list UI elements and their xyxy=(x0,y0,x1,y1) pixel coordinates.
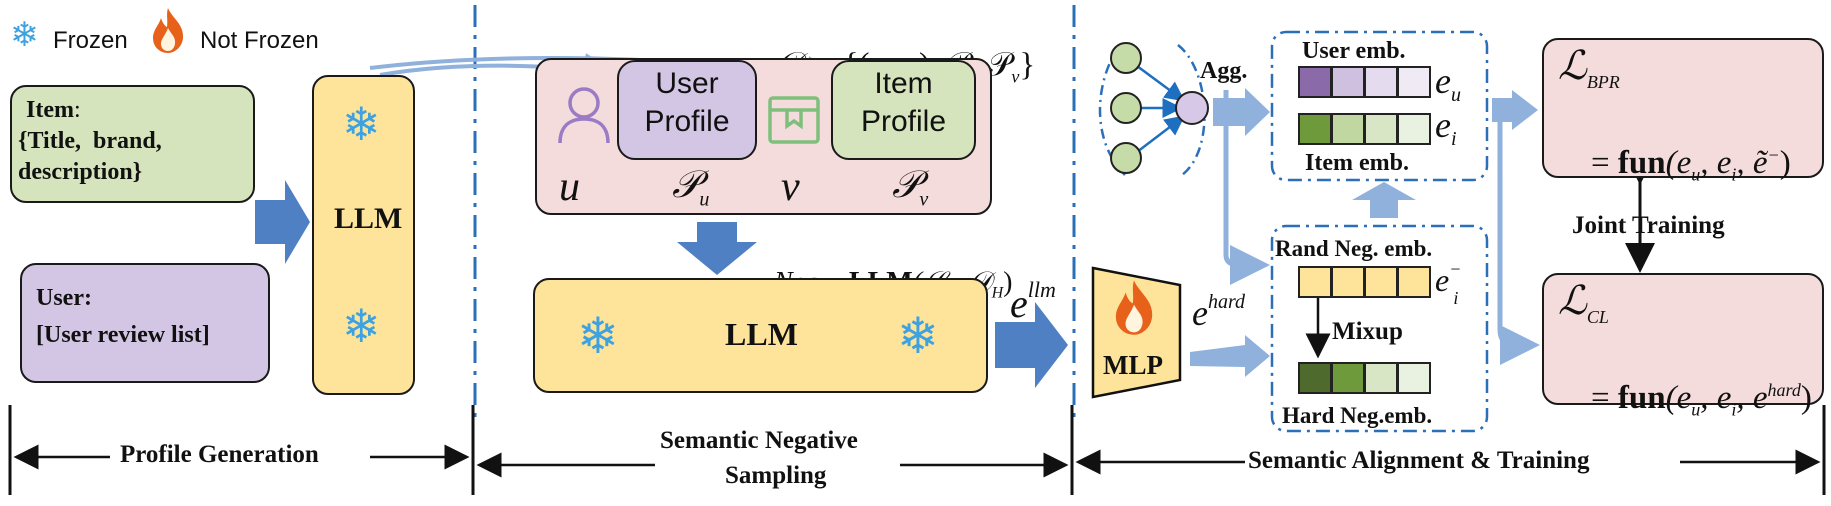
user-emb-row xyxy=(1298,66,1431,98)
item-emb-label: Item emb. xyxy=(1305,150,1409,176)
item-profile-box: Item Profile xyxy=(831,60,976,160)
llm-label: LLM xyxy=(334,202,403,235)
joint-training-label: Joint Training xyxy=(1572,212,1725,239)
embedding-cell xyxy=(1364,113,1398,145)
bpr-loss-box: ℒBPR = fun(eu, ei, ẽ−) xyxy=(1542,38,1824,185)
user-review-list: [User review list] xyxy=(36,322,210,348)
embedding-cell xyxy=(1364,66,1398,98)
embedding-cell xyxy=(1298,66,1332,98)
e-llm-label: ellm xyxy=(1010,276,1056,326)
agg-to-emb-arrow xyxy=(1213,88,1270,136)
item-emb-row xyxy=(1298,113,1431,145)
u-symbol: u xyxy=(559,164,580,210)
llm-profile-box: ❄ LLM ❄ xyxy=(312,75,415,395)
profile-to-llm-arrow xyxy=(677,222,757,275)
snowflake-icon: ❄ xyxy=(897,307,939,365)
emb-to-bpr-arrow xyxy=(1492,90,1538,130)
snowflake-icon: ❄ xyxy=(342,97,381,151)
cl-title: ℒCL xyxy=(1558,278,1609,327)
agg-to-rand-neg-arrow xyxy=(1223,245,1270,285)
graph-aggregation xyxy=(1098,42,1209,176)
profile-panel: User Profile Item Profile u 𝒫u v 𝒫v xyxy=(535,58,992,215)
ei-label: ei xyxy=(1435,105,1457,151)
section-negative-sampling-1: Semantic Negative xyxy=(660,427,858,454)
cl-loss-box: ℒCL = fun(eu, ei, ehard) xyxy=(1542,273,1824,420)
item-profile-line2: Profile xyxy=(860,105,947,138)
section-negative-sampling-2: Sampling xyxy=(725,462,827,489)
snowflake-icon: ❄ xyxy=(577,307,619,365)
neg-emb-group xyxy=(1270,224,1489,433)
user-profile-line1: User xyxy=(655,67,719,100)
snowflake-icon: ❄ xyxy=(10,15,39,55)
llm-sampling-label: LLM xyxy=(725,316,798,352)
embedding-cell xyxy=(1397,266,1431,298)
input-to-llm-arrow xyxy=(255,180,310,264)
e-hard-label: ehard xyxy=(1192,291,1246,333)
fire-icon xyxy=(1112,278,1156,341)
embedding-cell xyxy=(1298,113,1332,145)
embedding-cell xyxy=(1331,362,1365,394)
legend-not-frozen: Not Frozen xyxy=(200,27,319,54)
hard-neg-label: Hard Neg.emb. xyxy=(1282,403,1433,428)
embedding-cell xyxy=(1397,66,1431,98)
user-profile-line2: Profile xyxy=(644,105,730,138)
user-icon xyxy=(555,85,613,152)
user-emb-label: User emb. xyxy=(1302,38,1406,64)
item-box-icon xyxy=(765,90,823,153)
item-profile-line1: Item xyxy=(874,67,933,100)
v-symbol: v xyxy=(781,164,800,210)
section-alignment: Semantic Alignment & Training xyxy=(1248,447,1590,474)
agg-label: Agg. xyxy=(1200,58,1248,84)
hard-neg-row xyxy=(1298,362,1431,394)
bpr-title: ℒBPR xyxy=(1558,43,1620,92)
legend-frozen: Frozen xyxy=(53,27,128,54)
eu-label: eu xyxy=(1435,61,1461,107)
embedding-cell xyxy=(1364,266,1398,298)
mixup-label: Mixup xyxy=(1332,318,1403,345)
embedding-cell xyxy=(1397,362,1431,394)
pv-symbol: 𝒫v xyxy=(892,164,929,211)
rand-neg-row xyxy=(1298,266,1431,298)
pu-symbol: 𝒫u xyxy=(672,164,710,211)
embedding-cell xyxy=(1298,266,1332,298)
llm-to-mlp-arrow xyxy=(995,302,1068,388)
embedding-cell xyxy=(1397,113,1431,145)
snowflake-icon: ❄ xyxy=(342,299,381,353)
emb-to-cl-path xyxy=(1497,110,1540,365)
rand-neg-label: Rand Neg. emb. xyxy=(1275,236,1433,261)
user-profile-box: User Profile xyxy=(617,60,757,160)
mlp-to-hard-neg-arrow xyxy=(1190,335,1270,377)
user-input-box: User: [User review list] xyxy=(20,263,270,383)
fire-icon xyxy=(150,6,186,59)
item-fields-2: description} xyxy=(18,159,143,185)
e-neg-label: e−i xyxy=(1435,259,1462,309)
embedding-cell xyxy=(1331,266,1365,298)
mlp-label: MLP xyxy=(1103,350,1163,380)
embedding-cell xyxy=(1298,362,1332,394)
embedding-cell xyxy=(1364,362,1398,394)
item-colon: : xyxy=(73,97,81,123)
embedding-cell xyxy=(1331,113,1365,145)
item-fields: {Title, brand, xyxy=(18,128,162,154)
llm-sampling-box: ❄ LLM ❄ xyxy=(533,278,988,393)
section-profile-generation: Profile Generation xyxy=(120,441,319,468)
bpr-formula: = fun(eu, ei, ẽ−) xyxy=(1591,145,1791,185)
item-input-box: Item: {Title, brand, description} xyxy=(10,85,255,203)
user-label: User: xyxy=(36,285,92,311)
item-label: Item xyxy=(26,97,74,123)
embedding-cell xyxy=(1331,66,1365,98)
rand-neg-to-emb-arrow xyxy=(1352,182,1416,218)
user-item-emb-group xyxy=(1270,30,1489,182)
cl-formula: = fun(eu, ei, ehard) xyxy=(1591,380,1812,420)
